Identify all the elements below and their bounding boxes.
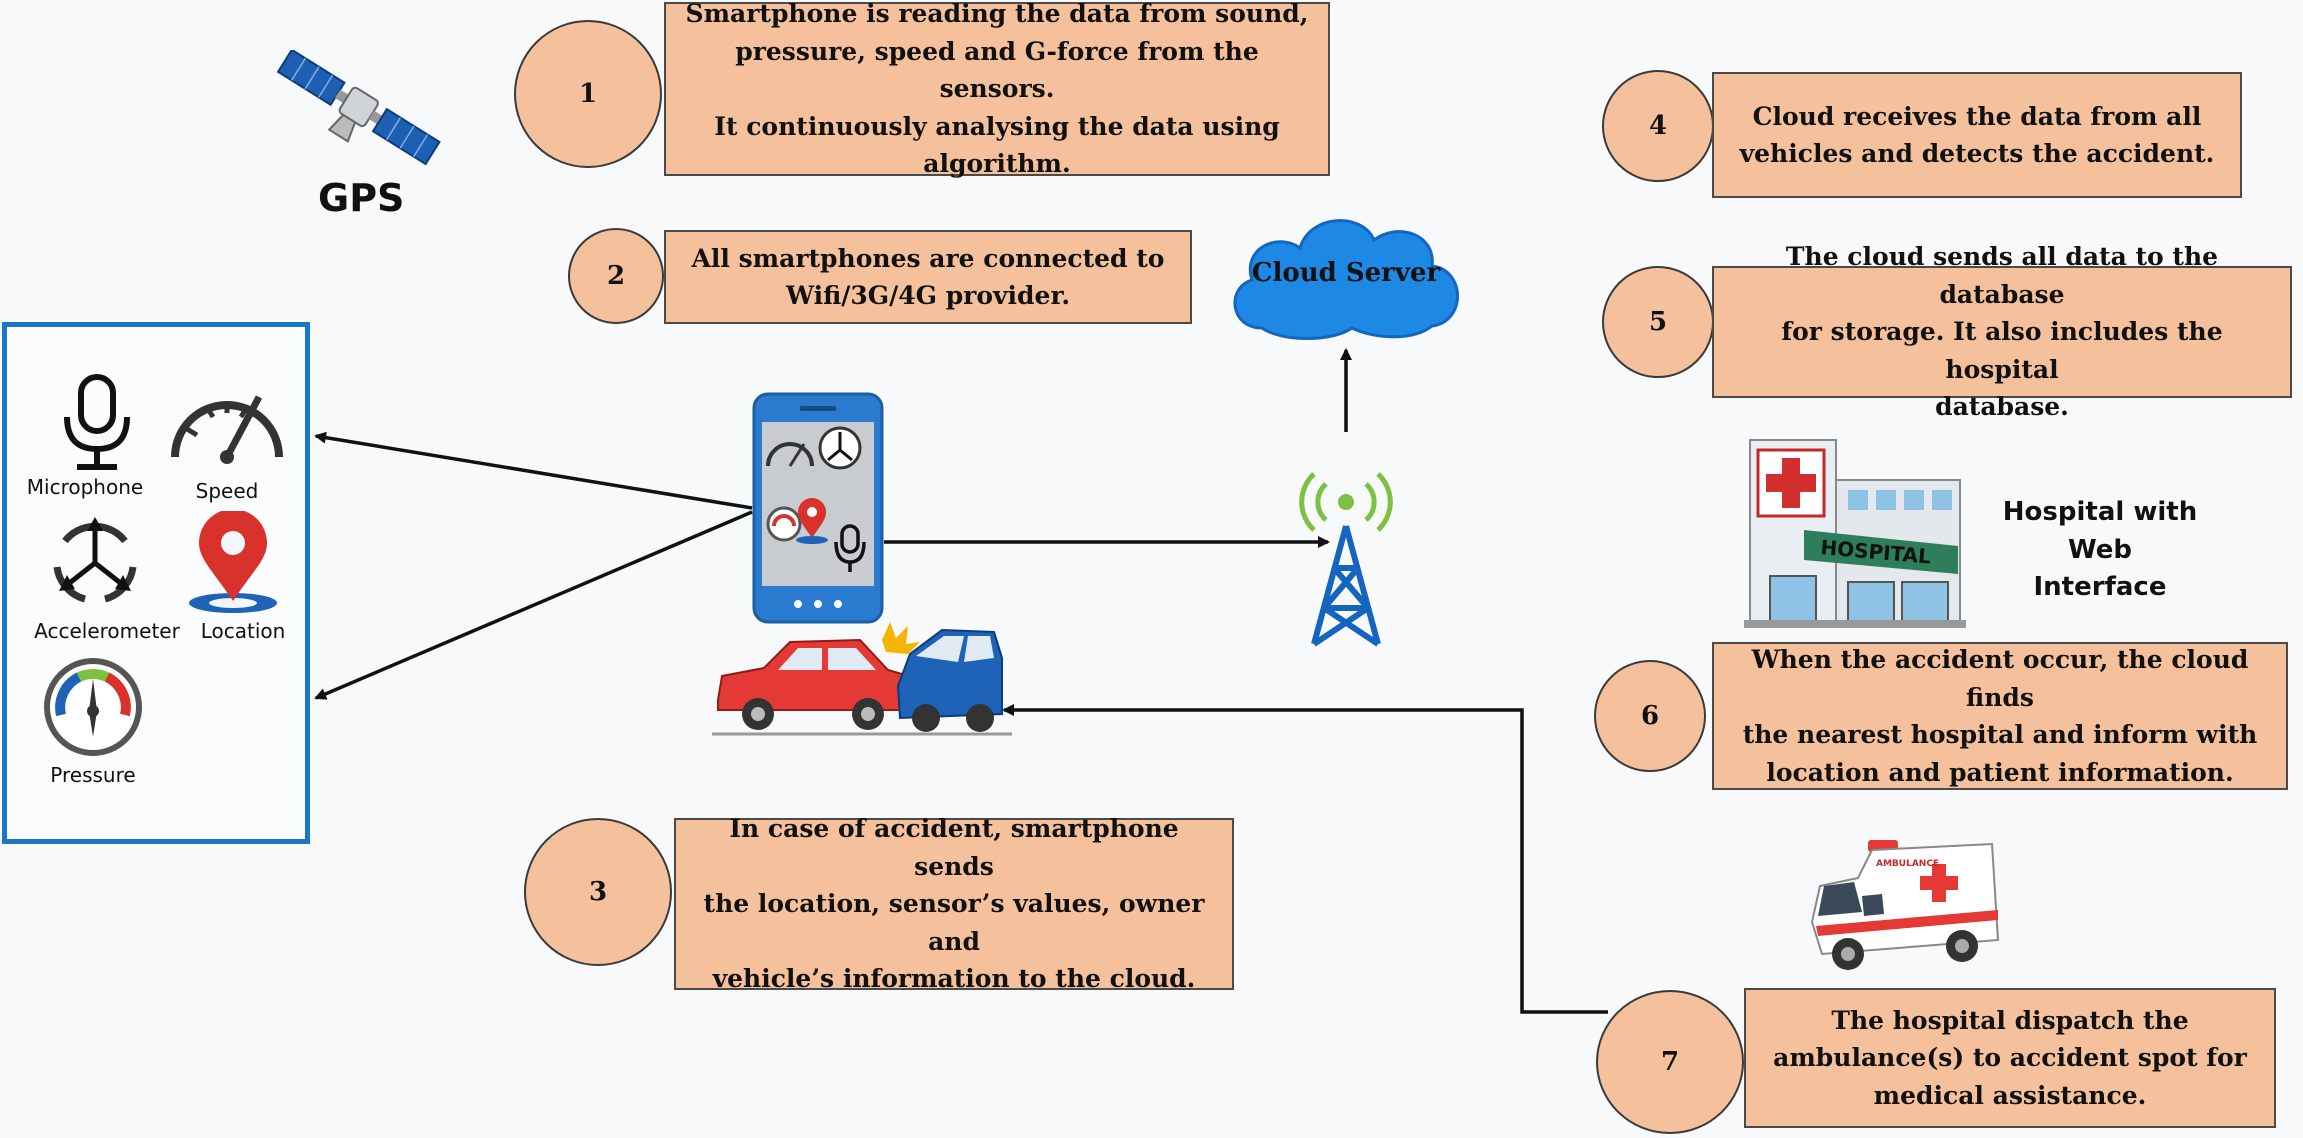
microphone-label: Microphone bbox=[26, 475, 144, 499]
ambulance-icon: AMBULANCE bbox=[1802, 836, 2002, 978]
step-4-circle: 4 bbox=[1602, 70, 1714, 182]
cloud-server-label: Cloud Server bbox=[1251, 258, 1441, 288]
step-5-box: The cloud sends all data to the database… bbox=[1712, 242, 2292, 421]
hospital-label: Hospital with Web Interface bbox=[2002, 497, 2198, 603]
step-3-circle: 3 bbox=[524, 818, 672, 966]
phone-to-panel-arrow-top bbox=[314, 431, 753, 510]
cloud-server-icon bbox=[1222, 208, 1470, 348]
gps-label: GPS bbox=[318, 176, 405, 220]
step-1-box: Smartphone is reading the data from soun… bbox=[664, 0, 1330, 178]
pressure-gauge-icon bbox=[43, 657, 143, 757]
cell-tower-icon bbox=[1296, 468, 1396, 648]
pressure-label: Pressure bbox=[50, 763, 136, 787]
step-5-circle: 5 bbox=[1602, 266, 1714, 378]
accelerometer-label: Accelerometer bbox=[34, 619, 180, 643]
location-pin-icon bbox=[183, 509, 283, 617]
step-2-circle: 2 bbox=[568, 228, 664, 324]
speed-label: Speed bbox=[195, 479, 259, 503]
phone-to-panel-arrow-bottom bbox=[314, 510, 753, 700]
ambulance-to-accident-arrow bbox=[1002, 704, 1608, 1014]
step-2-box: All smartphones are connected to Wifi/3G… bbox=[664, 230, 1192, 324]
step-7-box: The hospital dispatch the ambulance(s) t… bbox=[1744, 988, 2276, 1128]
car-accident-icon bbox=[712, 618, 1012, 740]
step-6-circle: 6 bbox=[1594, 660, 1706, 772]
speedometer-icon bbox=[167, 377, 287, 467]
step-6-box: When the accident occur, the cloud finds… bbox=[1712, 642, 2288, 790]
gps-satellite-icon bbox=[268, 48, 448, 170]
step-7-circle: 7 bbox=[1596, 990, 1744, 1134]
sensor-panel: Microphone Speed Accelerometer bbox=[2, 322, 310, 844]
step-1-circle: 1 bbox=[514, 20, 662, 168]
accelerometer-icon bbox=[45, 511, 145, 611]
ambulance-sign-text: AMBULANCE bbox=[1876, 859, 1939, 869]
microphone-icon bbox=[47, 373, 147, 473]
location-label: Location bbox=[200, 619, 286, 643]
step-4-box: Cloud receives the data from all vehicle… bbox=[1712, 72, 2242, 198]
hospital-building-icon: HOSPITAL bbox=[1744, 434, 1966, 630]
step-3-box: In case of accident, smartphone sends th… bbox=[674, 814, 1234, 993]
smartphone-icon bbox=[752, 392, 884, 624]
